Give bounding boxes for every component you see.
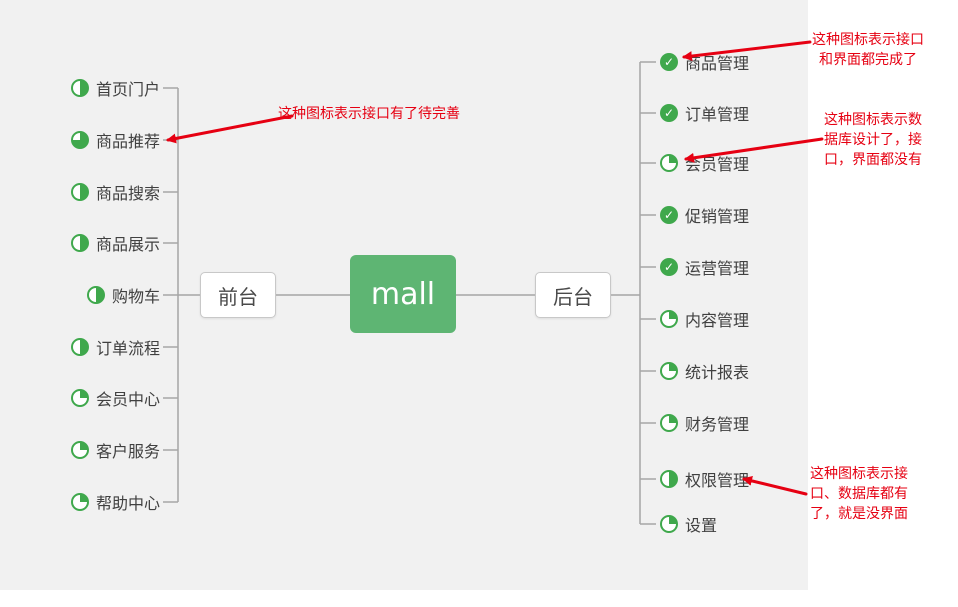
topic-front[interactable]: 前台 [200, 272, 276, 318]
progress-icon [70, 131, 89, 149]
progress-icon [660, 470, 678, 488]
topic-cart[interactable]: 购物车 [30, 284, 160, 306]
progress-icon [86, 286, 105, 304]
topic-label: 首页门户 [95, 80, 160, 99]
annotation-db-only: 这种图标表示数 据库设计了，接 口，界面都没有 [824, 110, 922, 170]
topic-settings[interactable]: 设置 [660, 513, 717, 535]
progress-icon [660, 362, 678, 380]
annotation-line: 和界面都完成了 [819, 52, 917, 68]
progress-icon [70, 234, 89, 252]
topic-label: 订单管理 [685, 105, 750, 124]
topic-label: 商品推荐 [95, 132, 160, 151]
topic-content-mgmt[interactable]: 内容管理 [660, 308, 749, 330]
topic-label: 统计报表 [685, 363, 750, 382]
annotation-line: 这种图标表示接口 [812, 32, 924, 48]
annotation-line: 口、数据库都有 [810, 486, 908, 502]
topic-member-mgmt[interactable]: 会员管理 [660, 152, 749, 174]
topic-label: 购物车 [111, 287, 160, 306]
topic-label: 商品搜索 [95, 184, 160, 203]
topic-label: 商品展示 [95, 235, 160, 254]
topic-permission-mgmt[interactable]: 权限管理 [660, 468, 749, 490]
topic-label: 运营管理 [685, 259, 750, 278]
topic-label: 设置 [685, 516, 718, 535]
check-icon [660, 104, 678, 122]
progress-icon [70, 338, 89, 356]
topic-help-center[interactable]: 帮助中心 [30, 491, 160, 513]
progress-icon [660, 515, 678, 533]
progress-icon [660, 310, 678, 328]
progress-icon [70, 183, 89, 201]
annotation-line: 这种图标表示接口有了待完善 [278, 106, 460, 122]
topic-label: 帮助中心 [95, 494, 160, 513]
topic-operation-mgmt[interactable]: 运营管理 [660, 256, 749, 278]
annotation-no-ui: 这种图标表示接 口、数据库都有 了，就是没界面 [810, 464, 908, 524]
topic-member-center[interactable]: 会员中心 [30, 387, 160, 409]
check-icon [660, 53, 678, 71]
topic-label: 商品管理 [685, 54, 750, 73]
topic-label: 权限管理 [685, 471, 750, 490]
topic-order-flow[interactable]: 订单流程 [30, 336, 160, 358]
topic-customer-service[interactable]: 客户服务 [30, 439, 160, 461]
topic-order-mgmt[interactable]: 订单管理 [660, 102, 749, 124]
check-icon [660, 206, 678, 224]
progress-icon [70, 79, 89, 97]
annotation-line: 这种图标表示接 [810, 466, 908, 482]
topic-label: 客户服务 [95, 442, 160, 461]
topic-label: 促销管理 [685, 207, 750, 226]
topic-search[interactable]: 商品搜索 [30, 181, 160, 203]
annotation-line: 口，界面都没有 [824, 152, 922, 168]
progress-icon [70, 441, 89, 459]
topic-home-portal[interactable]: 首页门户 [30, 77, 160, 99]
topic-back[interactable]: 后台 [535, 272, 611, 318]
progress-icon [660, 154, 678, 172]
check-icon [660, 258, 678, 276]
topic-label: 会员中心 [95, 390, 160, 409]
annotation-line: 了，就是没界面 [810, 506, 908, 522]
annotation-line: 据库设计了，接 [824, 132, 922, 148]
topic-label: 会员管理 [685, 155, 750, 174]
topic-statistics[interactable]: 统计报表 [660, 360, 749, 382]
progress-icon [70, 493, 89, 511]
topic-product-mgmt[interactable]: 商品管理 [660, 51, 749, 73]
topic-finance-mgmt[interactable]: 财务管理 [660, 412, 749, 434]
progress-icon [70, 389, 89, 407]
annotation-interface-todo: 这种图标表示接口有了待完善 [278, 104, 460, 124]
topic-display[interactable]: 商品展示 [30, 232, 160, 254]
topic-label: 内容管理 [685, 311, 750, 330]
topic-promo-mgmt[interactable]: 促销管理 [660, 204, 749, 226]
topic-label: 财务管理 [685, 415, 750, 434]
topic-mall[interactable]: mall [350, 255, 456, 333]
topic-recommend[interactable]: 商品推荐 [30, 129, 160, 151]
annotation-line: 这种图标表示数 [824, 112, 922, 128]
progress-icon [660, 414, 678, 432]
annotation-all-done: 这种图标表示接口 和界面都完成了 [812, 30, 924, 70]
topic-label: 订单流程 [95, 339, 160, 358]
